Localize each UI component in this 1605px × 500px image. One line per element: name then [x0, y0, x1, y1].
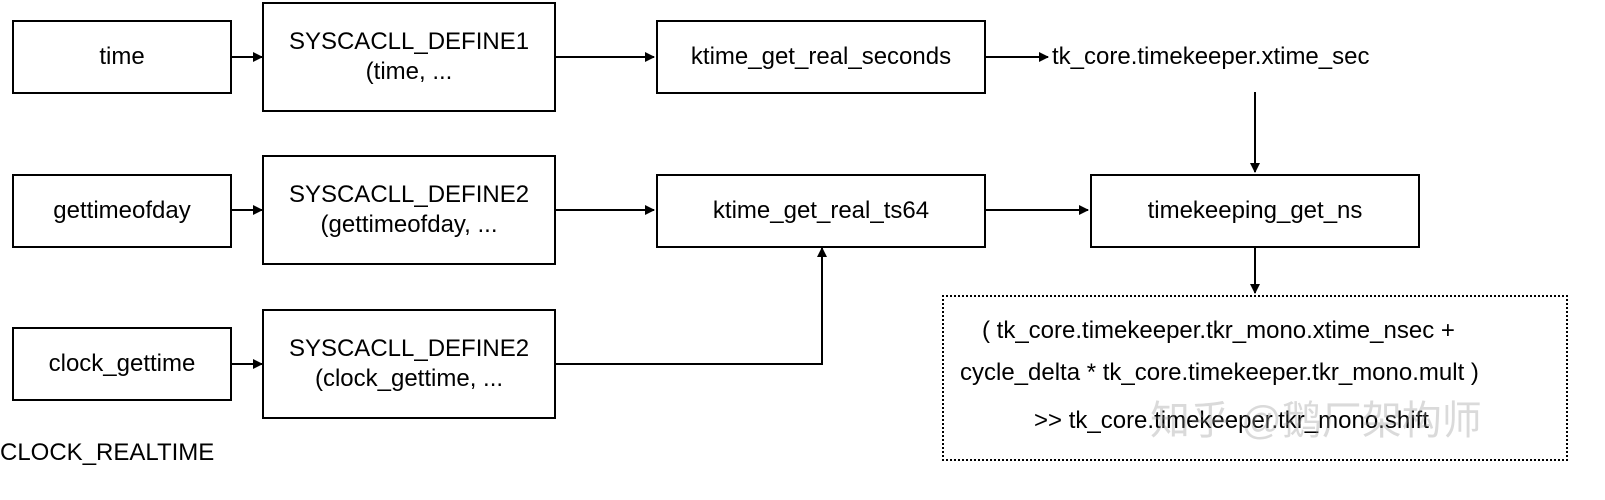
- node-clock-gettime: clock_gettime: [12, 327, 232, 401]
- arrow-syscall2b-to-ktime-ts64: [556, 247, 827, 365]
- node-ktime-get-real-seconds: ktime_get_real_seconds: [656, 20, 986, 94]
- syscall-define2a-line1: SYSCACLL_DEFINE2: [288, 181, 530, 208]
- node-syscall-define2-clock-gettime: SYSCACLL_DEFINE2 (clock_gettime, ...: [262, 309, 556, 419]
- node-syscall-define2-gettimeofday: SYSCACLL_DEFINE2 (gettimeofday, ...: [262, 155, 556, 265]
- formula-line-1: ( tk_core.timekeeper.tkr_mono.xtime_nsec…: [982, 317, 1455, 344]
- formula-box: ( tk_core.timekeeper.tkr_mono.xtime_nsec…: [942, 295, 1568, 461]
- clock-realtime-label: CLOCK_REALTIME: [0, 439, 215, 466]
- node-clock-gettime-label: clock_gettime: [48, 350, 196, 377]
- node-gettimeofday: gettimeofday: [12, 174, 232, 248]
- node-syscall-define1: SYSCACLL_DEFINE1 (time, ...: [262, 2, 556, 112]
- node-timekeeping-get-ns: timekeeping_get_ns: [1090, 174, 1420, 248]
- node-ktime-get-real-ts64: ktime_get_real_ts64: [656, 174, 986, 248]
- ktime-get-real-seconds-label: ktime_get_real_seconds: [690, 43, 952, 70]
- ktime-get-real-ts64-label: ktime_get_real_ts64: [712, 197, 930, 224]
- formula-line-3: >> tk_core.timekeeper.tkr_mono.shift: [1034, 407, 1429, 434]
- node-gettimeofday-label: gettimeofday: [53, 197, 191, 224]
- syscall-define1-line1: SYSCACLL_DEFINE1: [288, 28, 530, 55]
- timekeeping-get-ns-label: timekeeping_get_ns: [1147, 197, 1363, 224]
- formula-line-2: cycle_delta * tk_core.timekeeper.tkr_mon…: [960, 359, 1479, 386]
- syscall-define2b-line2: (clock_gettime, ...: [314, 365, 504, 392]
- node-time: time: [12, 20, 232, 94]
- syscall-define2b-line1: SYSCACLL_DEFINE2: [288, 335, 530, 362]
- syscall-define1-line2: (time, ...: [365, 58, 453, 85]
- syscall-define2a-line2: (gettimeofday, ...: [320, 211, 498, 238]
- node-time-label: time: [99, 43, 145, 70]
- xtime-sec-label: tk_core.timekeeper.xtime_sec: [1052, 43, 1370, 70]
- watermark-text: 知乎 @鹅厂架构师: [1150, 399, 1482, 443]
